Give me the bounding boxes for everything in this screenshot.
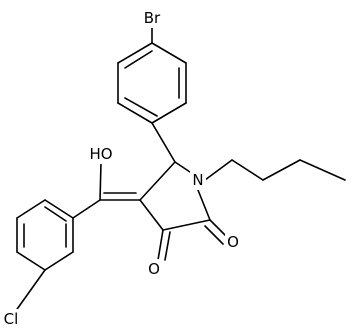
svg-text:Br: Br — [144, 9, 161, 27]
atom-label-chlorine: Cl — [0, 309, 22, 329]
atom-label-bromine: Br — [140, 8, 164, 28]
butyl-bond-4 — [299, 159, 346, 181]
svg-text:O: O — [227, 233, 239, 251]
svg-text:N: N — [192, 171, 203, 189]
butyl-bond-1 — [204, 159, 233, 181]
atom-label-hydroxyl: HO — [88, 144, 114, 164]
bromophenyl-ring-inner-bond-2 — [124, 97, 158, 117]
bromophenyl-ring-inner-bond-3 — [124, 50, 153, 69]
bond-c3-c4 — [139, 199, 164, 231]
chlorophenyl-ring-bond-5 — [16, 199, 46, 219]
svg-text:O: O — [148, 260, 160, 278]
bond-c-cl — [14, 269, 46, 313]
atom-label-lactam-oxygen: O — [225, 232, 241, 252]
bond-c4-c5 — [139, 161, 176, 201]
bond-exo-c-aryl — [72, 199, 101, 219]
bromophenyl-ring-bond-6 — [117, 42, 153, 64]
bond-c3-o-outer — [157, 229, 164, 261]
bromophenyl-ring-bond-4 — [117, 102, 153, 124]
bond-n-c2 — [197, 189, 211, 221]
chlorophenyl-ring-inner-bond-3 — [44, 206, 67, 222]
bond-c2-o-inner — [204, 225, 224, 245]
chlorophenyl-ring-bond-6 — [44, 199, 74, 219]
svg-text:Cl: Cl — [4, 310, 19, 328]
bromophenyl-ring-bond-1 — [151, 42, 187, 64]
svg-text:HO: HO — [89, 145, 112, 163]
atom-label-ketone-oxygen: O — [146, 259, 162, 279]
bond-c2-c3 — [162, 219, 211, 231]
bond-lines — [14, 25, 346, 313]
bond-c3-o-inner — [164, 231, 171, 261]
atom-label-nitrogen: N — [190, 170, 206, 190]
butyl-bond-3 — [262, 159, 301, 181]
chlorophenyl-ring-bond-3 — [16, 251, 46, 271]
bromophenyl-ring-bond-3 — [151, 102, 187, 124]
butyl-bond-2 — [231, 159, 264, 181]
bond-aryl-c5 — [151, 122, 176, 163]
bond-exo-oh — [99, 162, 102, 201]
chlorophenyl-ring-bond-2 — [44, 251, 74, 271]
